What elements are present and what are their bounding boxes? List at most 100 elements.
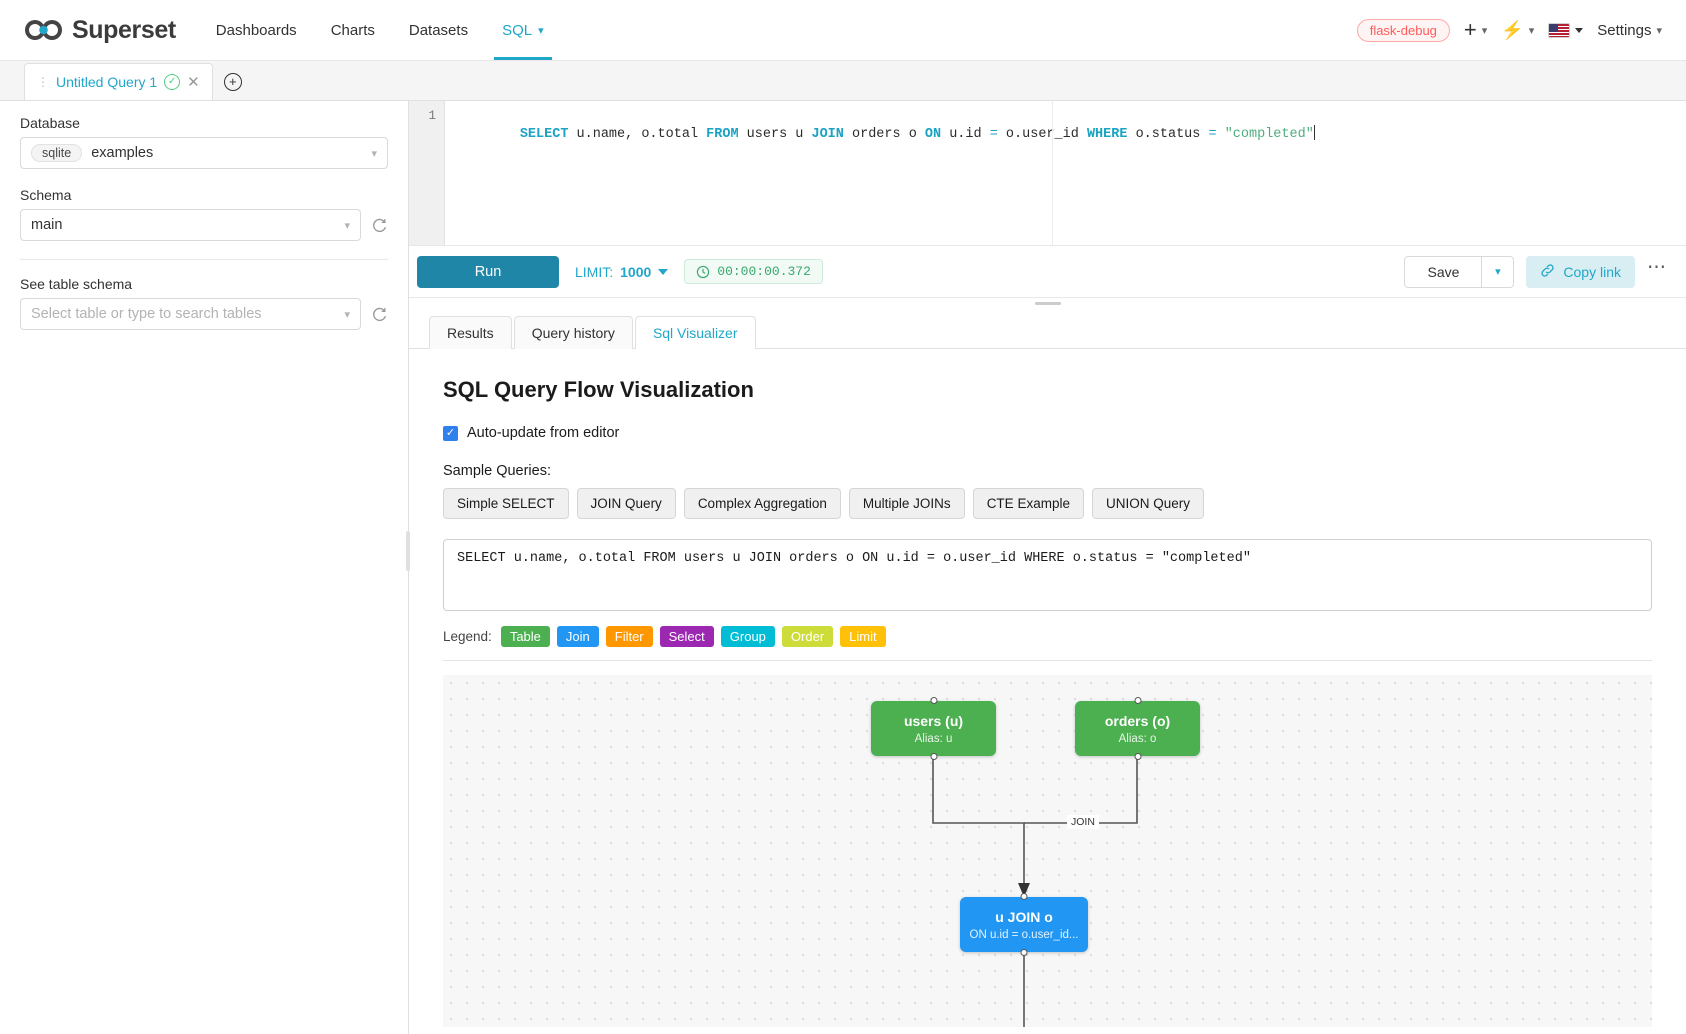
sql-token: u.name, o.total [568,127,707,142]
nav-dashboards-label: Dashboards [215,21,297,39]
run-button[interactable]: Run [417,255,559,288]
language-selector[interactable] [1548,22,1584,38]
bolt-menu-button[interactable]: ⚡ ▾ [1501,21,1534,39]
database-label: Database [20,115,80,131]
sql-token: FROM [706,127,739,142]
flow-node-subtitle: Alias: u [914,733,953,746]
infinity-logo-icon [24,17,64,43]
sql-token: "completed" [1224,127,1314,142]
database-select[interactable]: sqlite examples ▾ [20,137,388,169]
save-dropdown-button[interactable]: ▾ [1482,255,1515,288]
left-query-panel: Database sqlite examples ▾ Schema main ▾… [0,101,410,1034]
node-handle-bottom[interactable] [1020,949,1028,956]
brand-name: Superset [72,15,176,44]
flow-node-orders[interactable]: orders (o) Alias: o [1075,697,1200,760]
new-menu-button[interactable]: + ▾ [1464,19,1487,41]
flow-node-title: orders (o) [1104,712,1171,729]
editor-gutter: 1 [409,101,445,245]
sql-token: orders o [843,127,925,142]
add-query-tab-button[interactable]: + [213,63,253,100]
nav-charts[interactable]: Charts [331,0,375,60]
save-button[interactable]: Save [1404,255,1483,288]
nav-datasets[interactable]: Datasets [409,0,468,60]
sql-token: users u [738,127,812,142]
flow-node-users[interactable]: users (u) Alias: u [871,697,996,760]
sql-token [1217,127,1225,142]
editor-code-area[interactable]: SELECT u.name, o.total FROM users u JOIN… [445,101,1686,245]
sample-button-complex-aggregation[interactable]: Complex Aggregation [683,488,841,519]
refresh-tables-icon[interactable] [371,306,388,323]
panel-resize-handle[interactable] [406,531,410,571]
node-handle-bottom[interactable] [1134,753,1141,760]
sample-button-simple-select[interactable]: Simple SELECT [443,488,569,519]
superset-logo[interactable]: Superset [24,16,176,45]
drag-handle-icon[interactable]: ⋮ [37,75,49,89]
refresh-schema-icon[interactable] [371,217,388,234]
tab-query-history[interactable]: Query history [513,316,633,349]
tab-sql-visualizer-label: Sql Visualizer [652,325,738,341]
legend-chip-limit: Limit [840,626,886,647]
close-icon[interactable]: ✕ [187,73,200,91]
tab-sql-visualizer[interactable]: Sql Visualizer [634,316,756,349]
query-tab-strip: ⋮ Untitled Query 1 ✓ ✕ + [0,61,1686,101]
node-handle-bottom[interactable] [930,753,937,760]
nav-dashboards[interactable]: Dashboards [216,0,297,60]
nav-sql-label: SQL [502,21,533,39]
sql-token: SELECT [519,127,569,142]
legend: Legend: Table Join Filter Select Group O… [443,626,1652,647]
legend-chip-table: Table [500,626,550,647]
vertical-resize-handle[interactable] [1034,302,1061,305]
query-flow-canvas[interactable]: JOIN users (u) Alias: u orders (o) Alias… [443,675,1652,1027]
see-table-schema-label: See table schema [20,276,133,292]
sample-button-cte-example[interactable]: CTE Example [972,488,1084,519]
top-navbar: Superset Dashboards Charts Datasets SQL … [0,0,1686,61]
settings-menu-button[interactable]: Settings ▾ [1597,22,1662,39]
flow-node-subtitle: Alias: o [1118,733,1157,746]
copy-link-button[interactable]: Copy link [1526,255,1635,288]
sample-button-multiple-joins[interactable]: Multiple JOINs [848,488,965,519]
sql-token: ON [924,127,942,142]
editor-column-marker [1052,101,1053,245]
limit-dropdown[interactable]: LIMIT: 1000 [575,264,669,280]
editor-toolbar: Run LIMIT: 1000 00:00:00.372 Save ▾ [409,246,1686,298]
legend-chip-group: Group [720,626,775,647]
node-handle-top[interactable] [1020,893,1028,900]
database-value: examples [91,145,154,161]
auto-update-row: ✓ Auto-update from editor [443,425,1652,441]
sql-ace-editor[interactable]: 1 SELECT u.name, o.total FROM users u JO… [409,101,1686,246]
schema-select[interactable]: main ▾ [20,209,361,241]
plus-icon: + [1463,17,1477,42]
auto-update-checkbox[interactable]: ✓ [443,425,458,441]
nav-datasets-label: Datasets [408,21,469,39]
sql-visualizer-panel: SQL Query Flow Visualization ✓ Auto-upda… [409,349,1686,1034]
nav-sql[interactable]: SQL ▾ [494,0,552,60]
flow-node-join[interactable]: u JOIN o ON u.id = o.user_id... [960,893,1088,956]
sample-queries-row: Simple SELECT JOIN Query Complex Aggrega… [443,488,1652,519]
tab-query-history-label: Query history [531,325,615,341]
node-handle-top[interactable] [930,697,937,704]
triangle-down-icon [658,268,669,275]
table-select[interactable]: Select table or type to search tables ▾ [20,298,361,330]
triangle-down-icon [1575,27,1584,33]
flow-edges [932,759,1138,1027]
schema-label: Schema [20,187,72,203]
panel-divider [20,259,388,260]
legend-chip-filter: Filter [605,626,653,647]
query-tab-label: Untitled Query 1 [56,74,158,90]
sql-token: o.status [1127,127,1209,142]
chevron-down-icon: ▾ [1495,266,1501,278]
node-handle-top[interactable] [1134,697,1141,704]
sql-token: u.id [941,127,990,142]
flow-node-title: users (u) [903,712,964,729]
query-tab-untitled-query-1[interactable]: ⋮ Untitled Query 1 ✓ ✕ [24,63,213,100]
chevron-down-icon: ▾ [1528,24,1535,37]
tab-results[interactable]: Results [429,316,512,349]
chevron-down-icon: ▾ [344,308,350,321]
primary-nav: Dashboards Charts Datasets SQL ▾ [216,0,552,60]
legend-label: Legend: [443,629,492,644]
sample-button-join-query[interactable]: JOIN Query [576,488,676,519]
sql-input-textarea[interactable] [443,539,1652,611]
table-placeholder: Select table or type to search tables [31,306,262,322]
sample-button-union-query[interactable]: UNION Query [1091,488,1204,519]
more-options-icon[interactable]: ⋯ [1647,257,1666,278]
